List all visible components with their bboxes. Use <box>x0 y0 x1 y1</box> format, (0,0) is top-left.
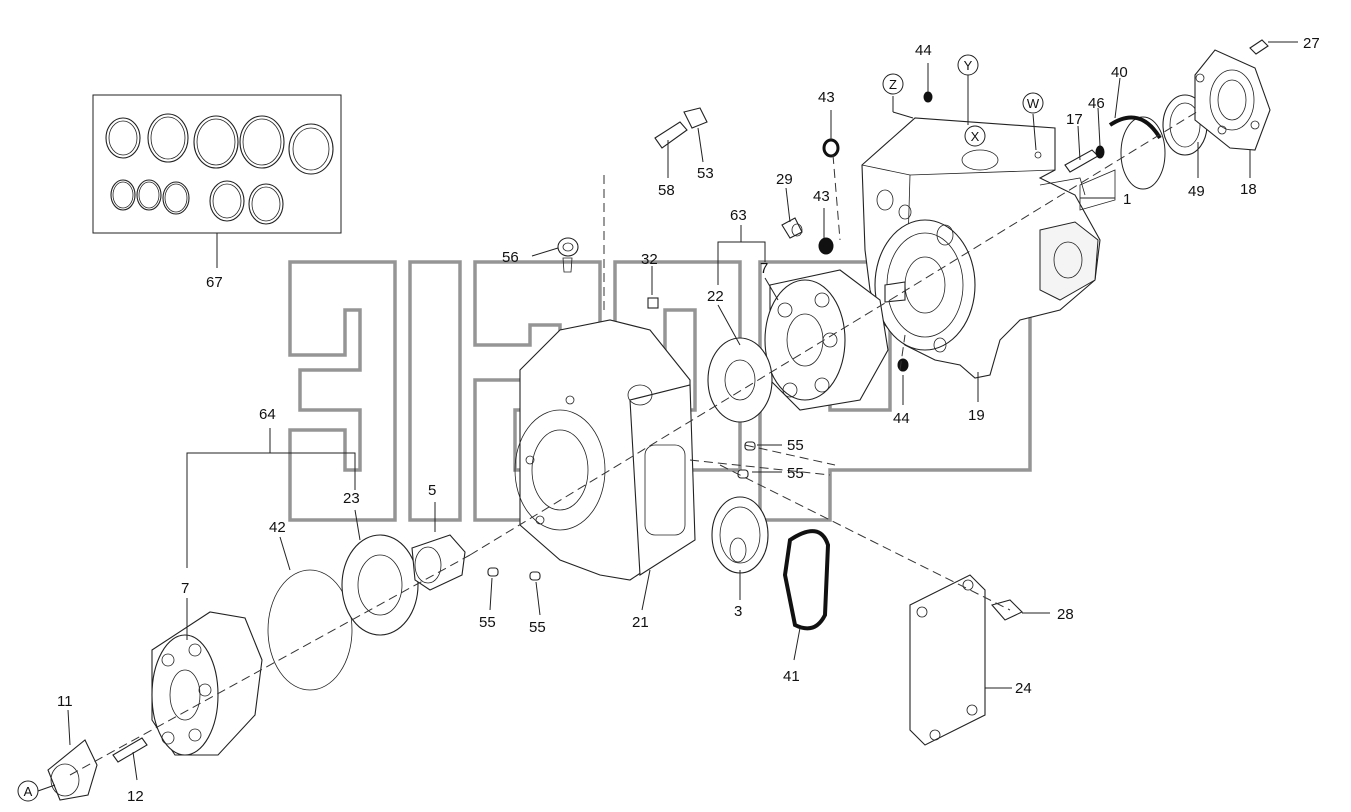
part-label: 27 <box>1303 35 1320 52</box>
part-label: 1 <box>1123 191 1131 208</box>
callout-x: X <box>971 129 980 144</box>
part-label: 22 <box>707 288 724 305</box>
front-shaft-group <box>1064 39 1271 211</box>
middle-housing <box>514 319 696 581</box>
upper-cylinder-group <box>707 269 889 423</box>
part-label: 32 <box>641 251 658 268</box>
main-housing <box>861 117 1101 379</box>
part-label: 46 <box>1088 95 1105 112</box>
callout-w: W <box>1027 96 1040 111</box>
part-label: 19 <box>968 407 985 424</box>
seal-kit-box <box>92 94 342 268</box>
part-label: 17 <box>1066 111 1083 128</box>
callout-z: Z <box>889 77 897 92</box>
part-label: 55 <box>787 437 804 454</box>
part-label: 12 <box>127 788 144 805</box>
part-label: 63 <box>730 207 747 224</box>
leader-lines <box>67 41 1298 781</box>
callout-a: A <box>24 784 33 799</box>
gear-cover-group <box>711 496 1023 746</box>
part-label: 7 <box>181 580 189 597</box>
part-label: 41 <box>783 668 800 685</box>
part-label: 56 <box>502 249 519 266</box>
part-label: 7 <box>760 260 768 277</box>
part-label: 23 <box>343 490 360 507</box>
lower-cylinder-group <box>47 534 466 801</box>
callout-y: Y <box>964 58 973 73</box>
part-label: 49 <box>1188 183 1205 200</box>
hardware-upper <box>557 107 708 309</box>
part-label: 18 <box>1240 181 1257 198</box>
part-label: 55 <box>787 465 804 482</box>
part-label: 43 <box>818 89 835 106</box>
part-label: 55 <box>529 619 546 636</box>
part-label: 29 <box>776 171 793 188</box>
part-label: 24 <box>1015 680 1032 697</box>
part-label: 21 <box>632 614 649 631</box>
part-label: 58 <box>658 182 675 199</box>
part-labels: 27 44 40 46 43 17 49 18 1 53 58 29 43 63… <box>57 35 1320 805</box>
part-label: 40 <box>1111 64 1128 81</box>
part-label: 28 <box>1057 606 1074 623</box>
part-label: 43 <box>813 188 830 205</box>
part-label: 64 <box>259 406 276 423</box>
part-label: 55 <box>479 614 496 631</box>
part-label: 5 <box>428 482 436 499</box>
dowel-pins <box>487 441 756 581</box>
part-label: 42 <box>269 519 286 536</box>
part-label: 67 <box>206 274 223 291</box>
part-label: 3 <box>734 603 742 620</box>
view-callouts: Z Y X W A <box>17 54 1044 802</box>
assembly-axes <box>69 109 1201 776</box>
part-label: 11 <box>57 693 73 710</box>
part-label: 44 <box>893 410 910 427</box>
part-label: 53 <box>697 165 714 182</box>
part-label: 44 <box>915 42 932 59</box>
